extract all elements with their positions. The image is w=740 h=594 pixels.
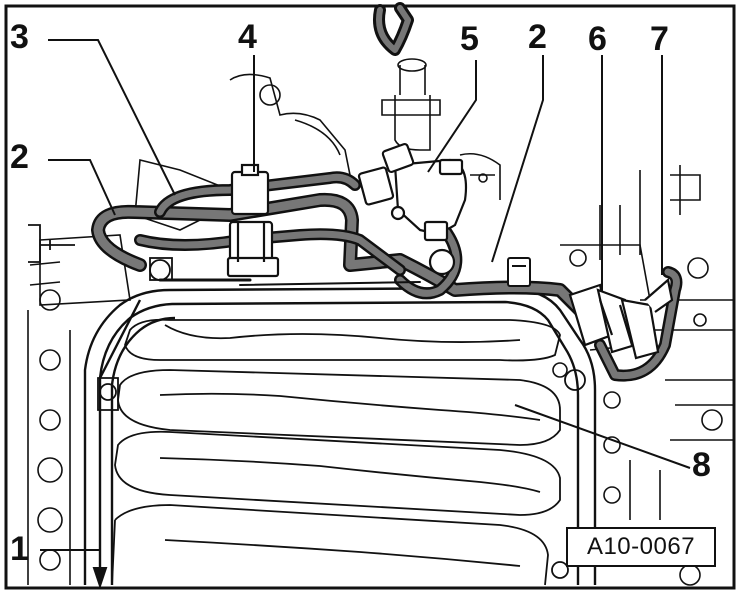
callout-1: 1 xyxy=(10,530,29,568)
callout-2-right: 2 xyxy=(528,18,547,56)
hose-clip xyxy=(507,257,531,287)
connector-6-7 xyxy=(568,277,674,360)
intake-runners xyxy=(111,318,561,586)
callout-5: 5 xyxy=(460,20,479,58)
valve-block-4 xyxy=(226,163,280,278)
leader-lines xyxy=(40,39,691,590)
callout-7: 7 xyxy=(650,20,669,58)
bolt-holes xyxy=(28,224,586,579)
solenoid-valve-5 xyxy=(357,142,468,276)
manifold-rim xyxy=(83,286,597,585)
callout-8: 8 xyxy=(692,446,711,484)
frame xyxy=(4,4,736,590)
reference-code-box: A10-0067 xyxy=(566,527,716,567)
reference-code: A10-0067 xyxy=(586,533,696,560)
callout-6: 6 xyxy=(588,20,607,58)
callout-2-left: 2 xyxy=(10,138,29,176)
callout-4: 4 xyxy=(238,18,257,56)
callout-3: 3 xyxy=(10,18,29,56)
